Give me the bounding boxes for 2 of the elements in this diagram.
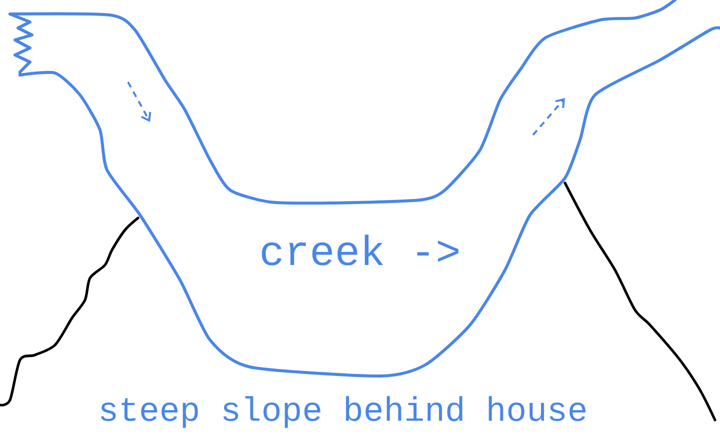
creek-drawing — [8, 0, 720, 378]
creek-label: creek -> — [262, 234, 458, 266]
